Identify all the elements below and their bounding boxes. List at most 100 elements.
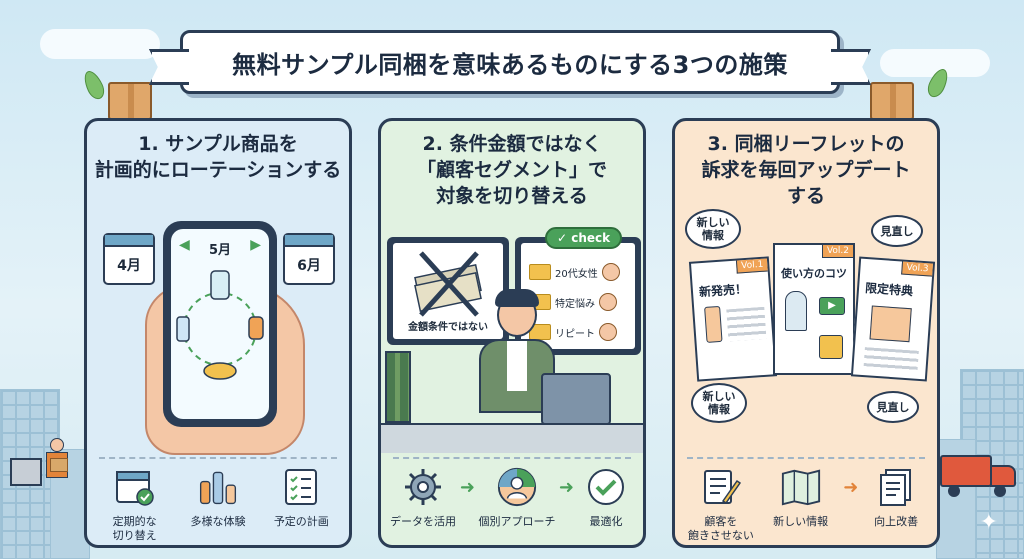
arrow-right-icon: ➜ [558, 477, 575, 498]
check-circle-icon [585, 465, 627, 509]
speech-bubble: 新しい 情報 [685, 209, 741, 249]
segment-illustration: 金額条件ではない 20代女性 特定悩み リピート ✓ check [381, 227, 643, 453]
benefit-item: 個別アプローチ [477, 465, 557, 529]
avatar [599, 323, 617, 341]
benefit-item: 新しい情報 [764, 465, 838, 529]
package-box-icon [870, 82, 914, 120]
panel-heading: 1. サンプル商品を 計画的にローテーションする [87, 131, 349, 183]
segment-label: リピート [555, 328, 595, 340]
leaflet-illustration: 新しい 情報 見直し Vol.1 新発売！ Vol.2 使い方のコツ ▶ Vol… [675, 207, 937, 453]
crossed-money-icon [414, 251, 482, 317]
benefit-text: データを活用 [389, 515, 456, 528]
benefit-label: 新しい情報 [773, 515, 828, 529]
benefit-label: 最適化 [589, 515, 622, 529]
benefits-row: 定期的な 切り替え 多様な体験 予定の計画 [87, 465, 349, 545]
benefit-text: 新しい情報 [773, 515, 829, 528]
laptop-icon [541, 373, 611, 425]
month-label: 6月 [297, 258, 321, 274]
bubble-text: 新しい 情報 [702, 390, 736, 416]
benefit-label: データを活用 [390, 515, 456, 529]
arrow-right-icon: ➜ [459, 477, 476, 498]
calendar-icon: 4月 [103, 233, 155, 285]
bubble-text: 新しい 情報 [696, 216, 730, 242]
ribbon-left [149, 49, 189, 85]
benefit-text: 顧客を 飽きさせない [687, 515, 754, 542]
benefit-text: 定期的な 切り替え [112, 515, 157, 542]
segment-label: 20代女性 [555, 268, 598, 280]
segment-row: 20代女性 [529, 263, 620, 281]
benefit-label: 顧客を 飽きさせない [688, 515, 754, 543]
volume-badge: Vol.2 [821, 245, 853, 258]
divider [687, 457, 925, 459]
heading-line: 2. 条件金額ではなく [422, 133, 602, 155]
volume-badge: Vol.3 [901, 261, 933, 277]
benefit-label: 向上改善 [874, 515, 918, 529]
benefit-label: 個別アプローチ [478, 515, 555, 529]
check-chip: ✓ check [545, 227, 623, 249]
desk [381, 423, 643, 453]
text-lines [863, 347, 919, 373]
ribbon-right [831, 49, 871, 85]
arrow-right-icon: ➜ [843, 477, 859, 498]
page-title: 無料サンプル同梱を意味あるものにする3つの施策 [232, 50, 788, 79]
delivery-worker-icon [10, 430, 80, 500]
rotation-cycle-icon [176, 270, 264, 380]
speech-bubble: 新しい 情報 [691, 383, 747, 423]
segment-label: 特定悩み [555, 298, 595, 310]
person-target-icon [496, 465, 538, 509]
heading-line: する [786, 185, 825, 207]
benefit-label: 予定の計画 [274, 515, 329, 529]
leaflet-title: 使い方のコツ [781, 267, 847, 280]
benefit-label: 定期的な 切り替え [113, 515, 157, 543]
heading-line: 対象を切り替える [436, 185, 588, 207]
bubble-text: 見直し [880, 224, 914, 238]
calendar-check-icon [114, 465, 156, 509]
panel-segment: 2. 条件金額ではなく 「顧客セグメント」で 対象を切り替える 金額条件ではない… [378, 118, 646, 548]
benefit-label: 多様な体験 [190, 515, 245, 529]
gift-icon [869, 305, 912, 343]
title-banner: 無料サンプル同梱を意味あるものにする3つの施策 [149, 30, 871, 94]
text-lines [726, 306, 767, 342]
volume-badge: Vol.1 [735, 258, 768, 274]
delivery-truck-icon [940, 455, 1018, 497]
segment-row: リピート [529, 323, 617, 341]
leaflet-vol3: Vol.3 限定特典 [850, 256, 936, 382]
checklist-icon [280, 465, 322, 509]
panel-heading: 3. 同梱リーフレットの 訴求を毎回アップデート する [675, 131, 937, 209]
documents-icon [875, 465, 917, 509]
leaflet-title: 限定特典 [864, 280, 914, 299]
product-bottle-icon [704, 305, 723, 343]
heading-line: 訴求を毎回アップデート [701, 159, 911, 181]
benefit-item: 顧客を 飽きさせない [684, 465, 758, 543]
heading-line: 1. サンプル商品を [138, 133, 298, 155]
pencil-icon [819, 335, 843, 359]
rotation-illustration: 4月 6月 5月 ◀ ▶ [87, 213, 349, 455]
benefits-row: 顧客を 飽きさせない 新しい情報 ➜ 向上改善 [675, 465, 937, 545]
benefit-item: 定期的な 切り替え [95, 465, 175, 543]
leaf-icon [924, 66, 952, 100]
notepad-pen-icon [700, 465, 742, 509]
bottles-icon [197, 465, 239, 509]
smartphone-icon: 5月 ◀ ▶ [163, 221, 277, 427]
panel-rotation: 1. サンプル商品を 計画的にローテーションする 4月 6月 5月 ◀ ▶ [84, 118, 352, 548]
folder-icon [529, 264, 551, 280]
arrow-left-icon: ◀ [179, 237, 190, 253]
benefit-text: 向上改善 [874, 515, 919, 528]
calendar-icon: 6月 [283, 233, 335, 285]
crossed-label: 金額条件ではない [408, 322, 488, 333]
bubble-text: 見直し [876, 400, 910, 414]
leaflet-vol1: Vol.1 新発売！ [688, 256, 778, 382]
panel-leaflet: 3. 同梱リーフレットの 訴求を毎回アップデート する 新しい 情報 見直し V… [672, 118, 940, 548]
avatar [601, 263, 620, 281]
leaflet-title: 新発売！ [698, 281, 748, 300]
gear-icon [402, 465, 444, 509]
benefit-item: 最適化 [576, 465, 636, 529]
avatar [599, 293, 617, 311]
divider [393, 457, 631, 459]
benefit-text: 予定の計画 [273, 515, 329, 528]
heading-line: 「顧客セグメント」で [416, 159, 607, 181]
panel-heading: 2. 条件金額ではなく 「顧客セグメント」で 対象を切り替える [381, 131, 643, 209]
package-box-icon [108, 82, 152, 120]
play-video-icon: ▶ [819, 297, 845, 315]
arrow-right-icon: ▶ [250, 237, 261, 253]
